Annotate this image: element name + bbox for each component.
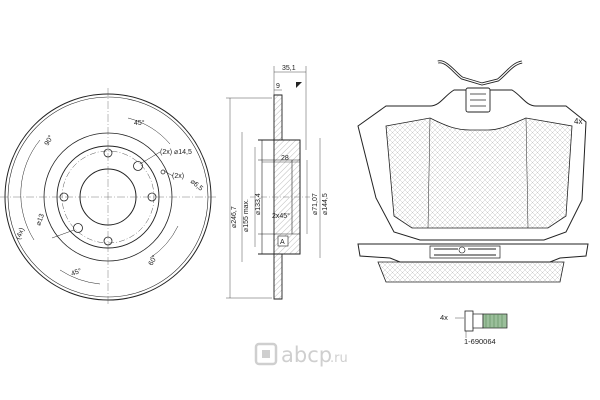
bolt-thread bbox=[482, 313, 508, 329]
dim-friction-dia: ⌀155 max. bbox=[243, 199, 250, 232]
bolt-hole-right bbox=[147, 192, 157, 202]
datum-box bbox=[277, 235, 289, 247]
hole-label-count-3: (4x) bbox=[15, 227, 26, 241]
pads-quantity: 4x bbox=[574, 117, 582, 126]
disc-section-view: 35,1 9 28 ⌀246,7 ⌀155 max. ⌀133,4 ⌀71,07… bbox=[226, 65, 329, 300]
dim-hub-dia: ⌀133,4 bbox=[255, 193, 262, 215]
bolt-head bbox=[464, 310, 474, 332]
hole-label-count-1: (2x) bbox=[160, 149, 172, 156]
dim-outer-dia: ⌀246,7 bbox=[231, 206, 238, 228]
small-hole bbox=[160, 169, 166, 175]
dim-center-dia: ⌀71,07 bbox=[312, 193, 319, 215]
pad-friction-block bbox=[385, 117, 573, 229]
bolt-quantity: 4x bbox=[440, 313, 448, 322]
brake-pads: 4x bbox=[357, 60, 589, 283]
bolt-part-number: 1-690064 bbox=[464, 337, 496, 346]
bolt-hole-bottom bbox=[103, 236, 113, 246]
locating-hole-lower-left bbox=[73, 223, 83, 233]
datum-label: A bbox=[280, 239, 285, 246]
dim-hub-width: 28 bbox=[281, 155, 289, 162]
dim-chamfer: 2x45° bbox=[272, 212, 290, 220]
dim-flange-dia: ⌀144,5 bbox=[322, 193, 329, 215]
locating-hole-upper-right bbox=[133, 161, 143, 171]
watermark-logo-box bbox=[254, 342, 278, 366]
watermark-suffix: .ru bbox=[330, 351, 348, 366]
watermark-text: abcp bbox=[281, 343, 332, 367]
hole-label-dia-1: ⌀14,5 bbox=[174, 149, 192, 156]
hole-label-count-2: (2x) bbox=[172, 173, 184, 180]
bolt-hole-left bbox=[59, 192, 69, 202]
disc-front-view: 45° 90° 45° 60° (2x) ⌀14,5 (2x) ⌀6,5 (4x… bbox=[0, 88, 216, 306]
angle-label-lower-right: 60° bbox=[147, 254, 159, 267]
wheel-bolt: 4x 1-690064 bbox=[440, 310, 508, 346]
dim-top-inner: 9 bbox=[276, 83, 280, 90]
hole-label-dia-3: ⌀13 bbox=[35, 213, 46, 227]
watermark: abcp .ru bbox=[254, 342, 348, 367]
angle-label-upper-left: 90° bbox=[43, 134, 55, 147]
angle-label-top: 45° bbox=[134, 119, 145, 127]
bolt-hole-top bbox=[103, 148, 113, 158]
hole-label-dia-2: ⌀6,5 bbox=[189, 178, 204, 192]
bolt-shank bbox=[472, 313, 484, 329]
angle-label-lower-left: 45° bbox=[70, 267, 83, 278]
dim-top-width: 35,1 bbox=[282, 65, 296, 72]
